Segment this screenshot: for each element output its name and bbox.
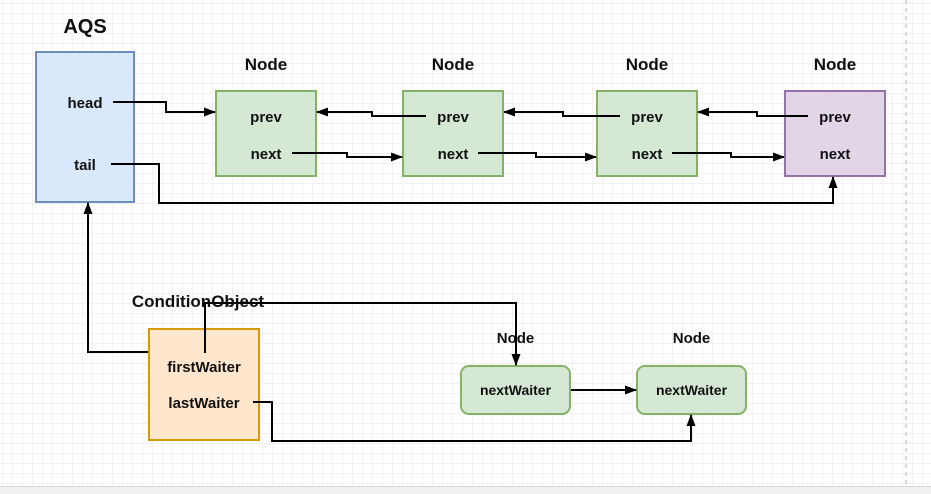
sync-node3-box: prev next	[596, 90, 698, 177]
sync-node2-title: Node	[431, 55, 475, 74]
aqs-tail-field: tail	[74, 157, 96, 174]
waiter-node1-nextwaiter-field: nextWaiter	[479, 382, 552, 398]
sync-node1-next-field: next	[250, 146, 282, 163]
aqs-title: AQS	[63, 16, 107, 38]
sync-node4-title: Node	[813, 55, 857, 74]
sync-node2-next-field: next	[437, 146, 469, 163]
aqs-box: head tail	[35, 51, 135, 203]
canvas-bottom-strip	[0, 486, 931, 494]
waiter-node1-box: nextWaiter	[460, 365, 571, 415]
condition-object-box: firstWaiter lastWaiter	[148, 328, 260, 441]
condition-object-title: ConditionObject	[131, 292, 265, 311]
aqs-head-field: head	[67, 95, 103, 112]
waiter-node2-title: Node	[672, 330, 711, 347]
sync-node1-prev-field: prev	[250, 109, 282, 126]
edge-conditionobject-to-aqs	[83, 202, 148, 353]
sync-node1-box: prev next	[215, 90, 317, 177]
sync-node4-next-field: next	[819, 146, 851, 163]
waiter-node2-box: nextWaiter	[636, 365, 747, 415]
sync-node3-prev-field: prev	[631, 109, 663, 126]
condition-firstwaiter-field: firstWaiter	[167, 359, 241, 376]
sync-node3-title: Node	[625, 55, 669, 74]
sync-node4-box: prev next	[784, 90, 886, 177]
sync-node2-box: prev next	[402, 90, 504, 177]
sync-node1-title: Node	[244, 55, 288, 74]
waiter-node1-title: Node	[496, 330, 535, 347]
sync-node4-prev-field: prev	[819, 109, 851, 126]
waiter-node2-nextwaiter-field: nextWaiter	[655, 382, 728, 398]
sync-node2-prev-field: prev	[437, 109, 469, 126]
condition-lastwaiter-field: lastWaiter	[168, 395, 240, 412]
sync-node3-next-field: next	[631, 146, 663, 163]
